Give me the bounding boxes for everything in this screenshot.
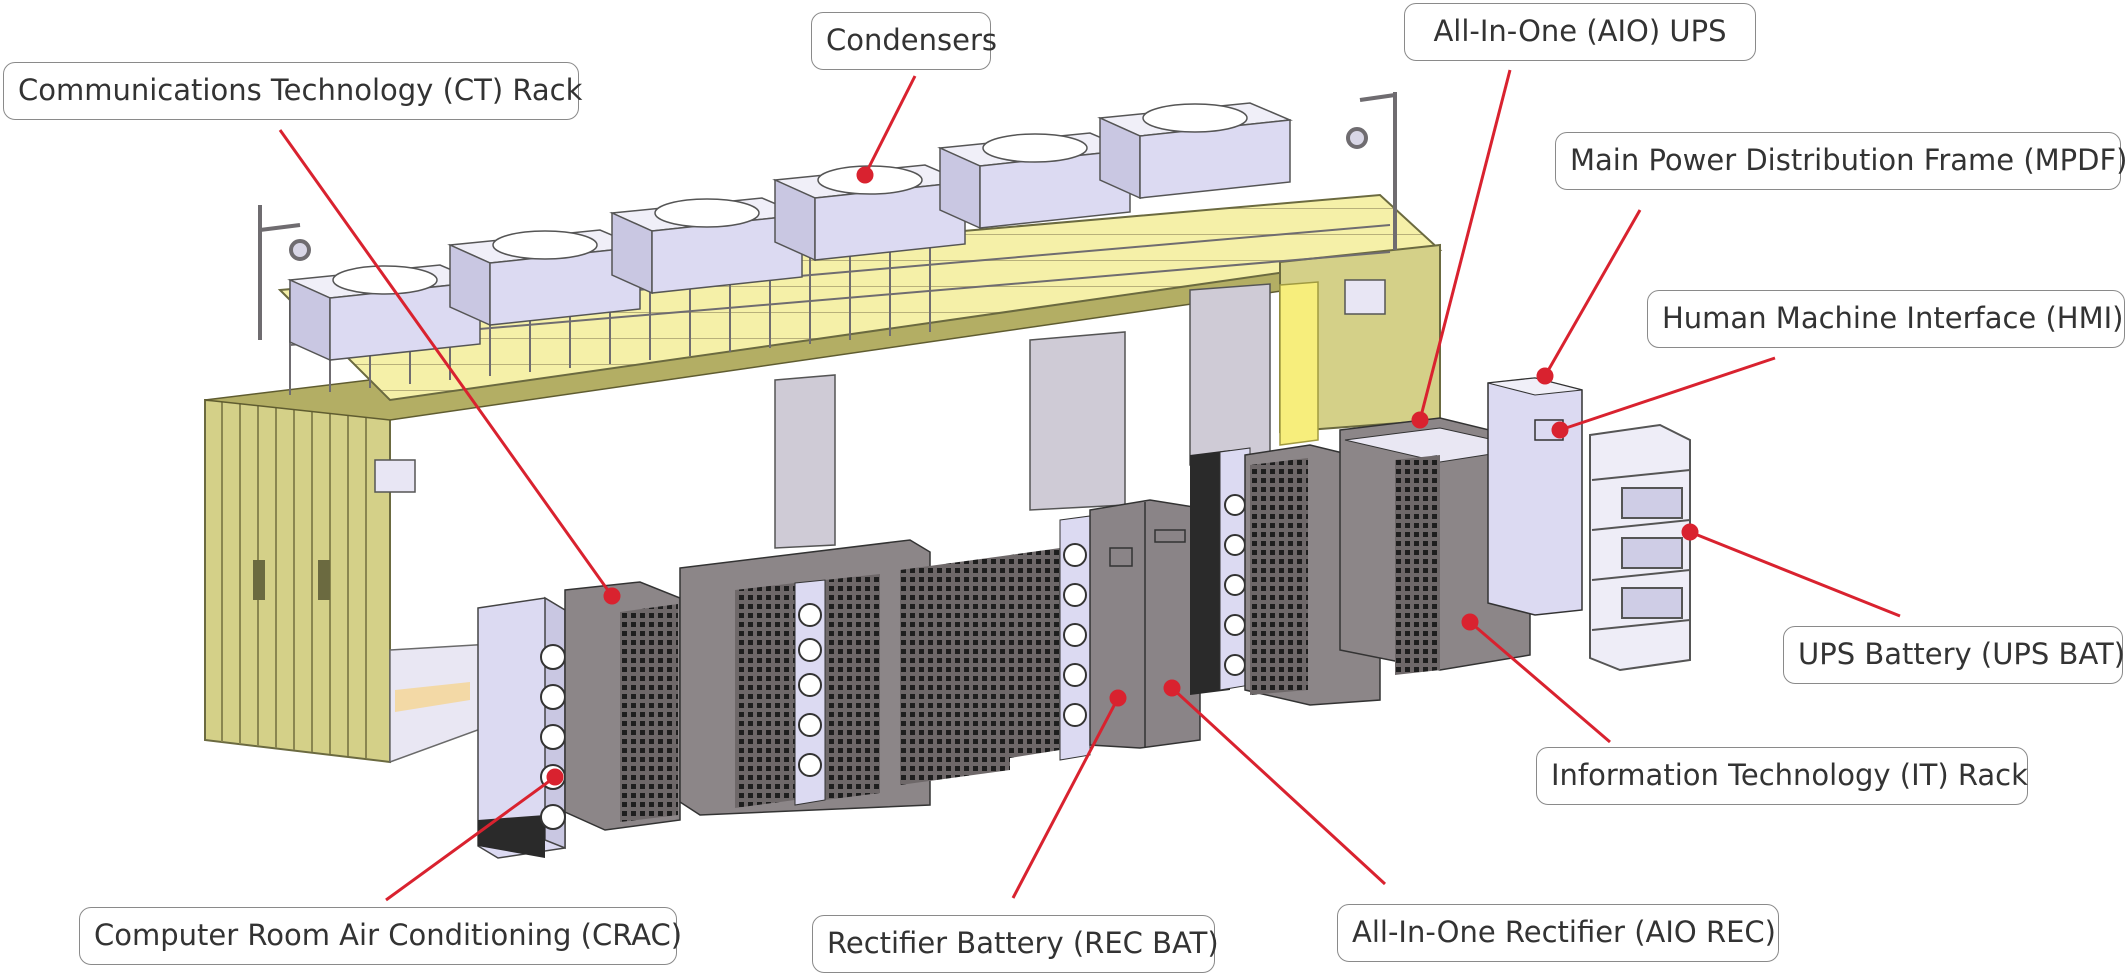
callout-ups-bat: UPS Battery (UPS BAT) [1783, 626, 2125, 684]
aio-rectifier-row [679, 515, 1091, 816]
mpdf-cabinet [1487, 377, 1583, 616]
hmi-panel-fans [1190, 447, 1251, 695]
condenser-unit [287, 264, 483, 362]
condenser-unit [937, 132, 1133, 230]
light-pole [258, 92, 1397, 340]
leader-rec-bat [1011, 697, 1120, 899]
callout-aio-rec: All-In-One Rectifier (AIO REC) [1337, 904, 1779, 962]
callout-mpdf: Main Power Distribution Frame (MPDF) [1555, 132, 2127, 190]
ups-battery-rack [1589, 423, 1691, 672]
leader-ups-bat [1689, 530, 1901, 618]
leader-aio-ups [1418, 69, 1512, 421]
ct-rack [564, 581, 681, 831]
condenser-unit [1097, 102, 1293, 200]
rectifier-battery-cabinet [1089, 499, 1201, 749]
leader-aio-rec [1170, 686, 1387, 886]
callout-crac: Computer Room Air Conditioning (CRAC) [79, 907, 682, 965]
it-rack [1339, 417, 1531, 675]
leader-condensers [863, 75, 917, 176]
leader-crac [385, 775, 556, 902]
callout-hmi: Human Machine Interface (HMI) [1647, 290, 2125, 348]
leader-lines [278, 69, 1901, 902]
leader-it-rack [1469, 620, 1611, 744]
callout-condensers: Condensers [811, 12, 997, 70]
callout-aio-ups: All-In-One (AIO) UPS [1404, 3, 1756, 61]
crac-unit [477, 596, 566, 859]
callout-it-rack: Information Technology (IT) Rack [1536, 747, 2028, 805]
leader-mpdf [1543, 209, 1642, 377]
leader-ct-rack [278, 129, 614, 597]
condenser-unit [609, 197, 805, 295]
callout-rec-bat: Rectifier Battery (REC BAT) [812, 915, 1219, 973]
condenser-unit [447, 229, 643, 327]
leader-hmi [1559, 356, 1776, 432]
callout-ct-rack: Communications Technology (CT) Rack [3, 62, 582, 120]
condenser-units [287, 102, 1293, 362]
